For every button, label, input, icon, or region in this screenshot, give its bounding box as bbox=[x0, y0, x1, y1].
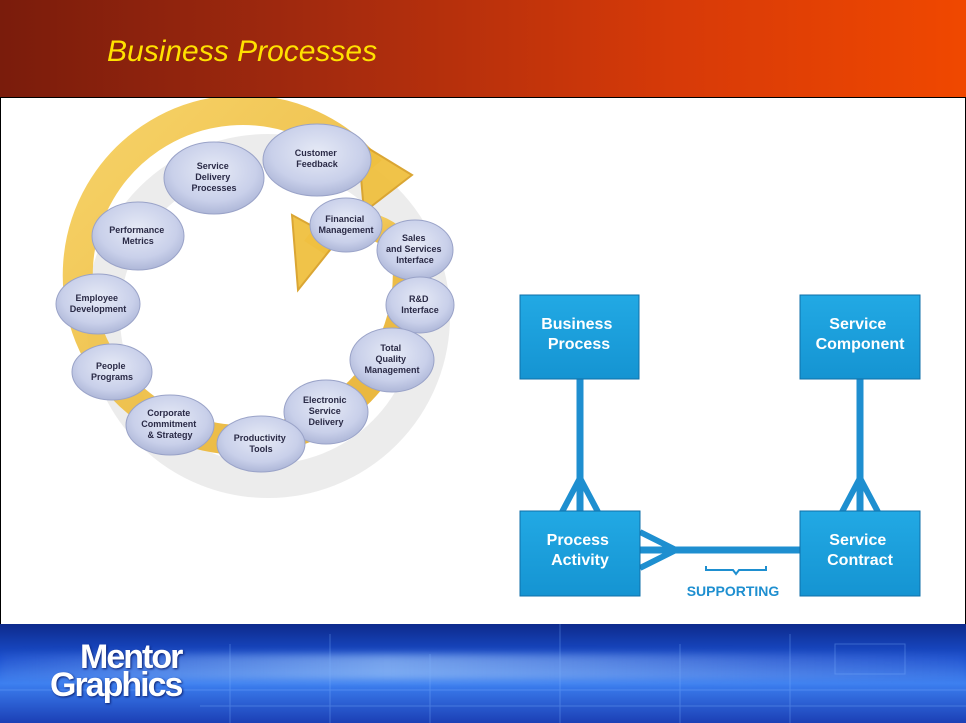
crowfoot-business-to-activity bbox=[559, 476, 601, 514]
box-service-contract bbox=[799, 510, 921, 597]
label-service-component: Service Component bbox=[816, 316, 906, 353]
footer-banner bbox=[0, 624, 966, 723]
supporting-brace bbox=[705, 566, 767, 576]
diagram-canvas: Customer Feedback Financial Management S… bbox=[55, 98, 921, 599]
crowfoot-component-to-contract bbox=[839, 476, 881, 514]
footer-circuit-lines bbox=[0, 624, 966, 723]
box-service-component bbox=[799, 294, 921, 380]
box-business-process bbox=[519, 294, 640, 380]
bubble-people-programs: People Programs bbox=[91, 361, 133, 382]
slide-title: Business Processes bbox=[107, 35, 378, 68]
bubble-customer-feedback: Customer Feedback bbox=[295, 148, 340, 169]
bubble-financial-management: Financial Management bbox=[318, 214, 373, 235]
cycle-diagram: Customer Feedback Financial Management S… bbox=[55, 98, 455, 498]
bubble-total-quality-management: Total Quality Management bbox=[364, 343, 419, 375]
logo-line2: Graphics bbox=[50, 666, 183, 704]
bubble-productivity-tools: Productivity Tools bbox=[234, 433, 289, 454]
footer-light-streak bbox=[0, 654, 966, 680]
bubble-service-delivery-processes: Service Delivery Processes bbox=[191, 161, 236, 193]
bubble-employee-development: Employee Development bbox=[70, 293, 127, 314]
bubble-electronic-service-delivery: Electronic Service Delivery bbox=[303, 395, 349, 427]
cycle-arrow-ring bbox=[62, 98, 423, 456]
logo-line1: Mentor bbox=[80, 638, 183, 676]
entity-model: Business Process Service Component Proce… bbox=[519, 294, 921, 599]
label-service-contract: Service Contract bbox=[827, 532, 893, 569]
box-process-activity bbox=[519, 510, 641, 597]
bubble-performance-metrics: Performance Metrics bbox=[109, 225, 167, 246]
crowfoot-contract-to-activity bbox=[638, 529, 678, 571]
bubble-rd-interface: R&D Interface bbox=[401, 294, 439, 315]
cycle-bubbles bbox=[55, 123, 455, 473]
label-supporting: SUPPORTING bbox=[687, 583, 780, 599]
connectors bbox=[576, 378, 864, 554]
mentor-graphics-logo: Mentor Graphics bbox=[50, 638, 220, 718]
title-bar: Business Processes bbox=[0, 0, 966, 98]
label-process-activity: Process Activity bbox=[547, 532, 614, 569]
label-business-process: Business Process bbox=[541, 316, 617, 353]
bubble-corporate-commitment: Corporate Commitment & Strategy bbox=[141, 408, 199, 440]
bubble-sales-services-interface: Sales and Services Interface bbox=[386, 233, 444, 265]
